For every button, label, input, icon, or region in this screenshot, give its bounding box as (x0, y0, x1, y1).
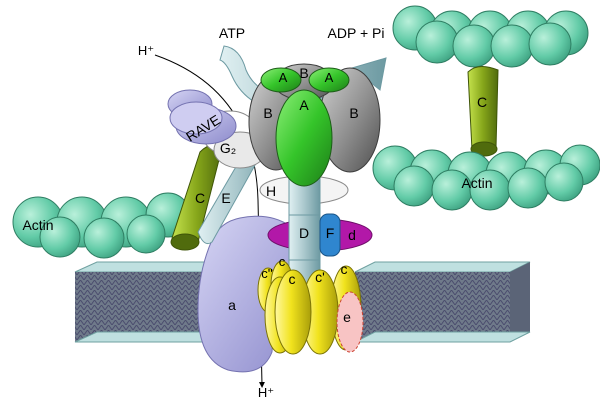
actin-filament-top-right (392, 5, 589, 68)
subunit-a-membrane-label: a (228, 297, 236, 313)
subunit-e-label: E (221, 190, 230, 206)
ring-c-prime-label: c' (315, 269, 325, 285)
subunit-a-center-label: A (299, 97, 309, 113)
subunit-b-right-label: B (349, 105, 358, 121)
actin-right-label: Actin (461, 175, 492, 191)
actin-filament-left (12, 192, 191, 259)
subunit-c-left-label: C (195, 190, 205, 206)
subunit-d-upper-label-front: D (299, 225, 309, 241)
v1-head-a-subunits-top: A A (260, 67, 350, 93)
subunit-f-label: F (326, 225, 335, 241)
ring-c-small-label: c (279, 254, 286, 269)
subunit-e-membrane: e (336, 291, 364, 353)
atp-label: ATP (219, 25, 245, 41)
subunit-b-left-label: B (263, 105, 272, 121)
subunit-a-left-label: A (279, 70, 288, 85)
subunit-h-label: H (266, 183, 276, 199)
subunit-c-right: C (467, 66, 499, 157)
adp-pi-label: ADP + Pi (328, 25, 385, 41)
ring-c1-label: c (289, 271, 296, 287)
c-ring: c'' c c c' c (257, 254, 362, 355)
subunit-b-top-label: B (299, 65, 308, 81)
subunit-d-lower-label: d (348, 227, 356, 243)
actin-filament-middle-right (372, 144, 600, 211)
proton-bottom-label: H⁺ (258, 385, 274, 400)
subunit-d-stalk-front: D (288, 214, 321, 261)
subunit-a-right-label: A (325, 70, 334, 85)
membrane-right (354, 261, 531, 343)
proton-top-label: H⁺ (138, 43, 154, 58)
subunit-c-right-label: C (477, 94, 487, 110)
ring-c-dprime-label: c'' (261, 266, 272, 281)
subunit-c-left: C (170, 144, 223, 251)
subunit-g2-label: G₂ (220, 140, 236, 156)
rave-complex: RAVE (167, 89, 237, 145)
subunit-a-catalytic: A (275, 89, 333, 187)
actin-left-label: Actin (22, 217, 53, 233)
subunit-e-lower-label: e (343, 309, 351, 325)
ring-c2-label: c (341, 261, 348, 277)
subunit-f: F (319, 213, 341, 257)
